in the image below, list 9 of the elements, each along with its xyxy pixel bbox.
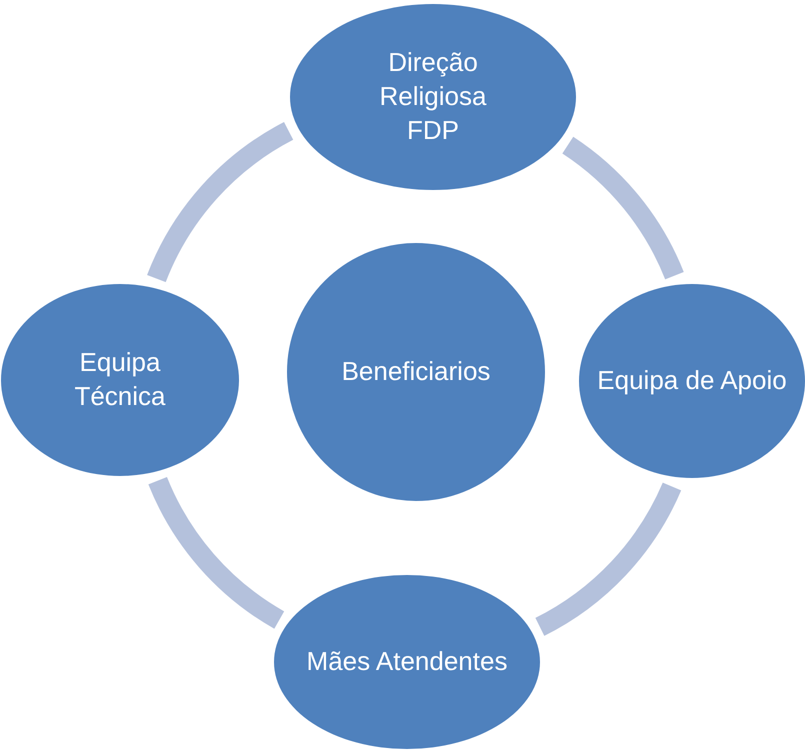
connector-arc — [562, 137, 684, 280]
node-label: Equipa de Apoio — [596, 364, 788, 398]
connector-arc — [534, 482, 681, 636]
node-label: Mães Atendentes — [306, 645, 508, 678]
connector-arc — [147, 122, 294, 283]
connector-arc — [148, 476, 285, 628]
node-label: Equipa Técnica — [73, 346, 167, 413]
node-label: Beneficiarios — [340, 355, 492, 388]
node-label: Direção Religiosa FDP — [378, 46, 488, 147]
